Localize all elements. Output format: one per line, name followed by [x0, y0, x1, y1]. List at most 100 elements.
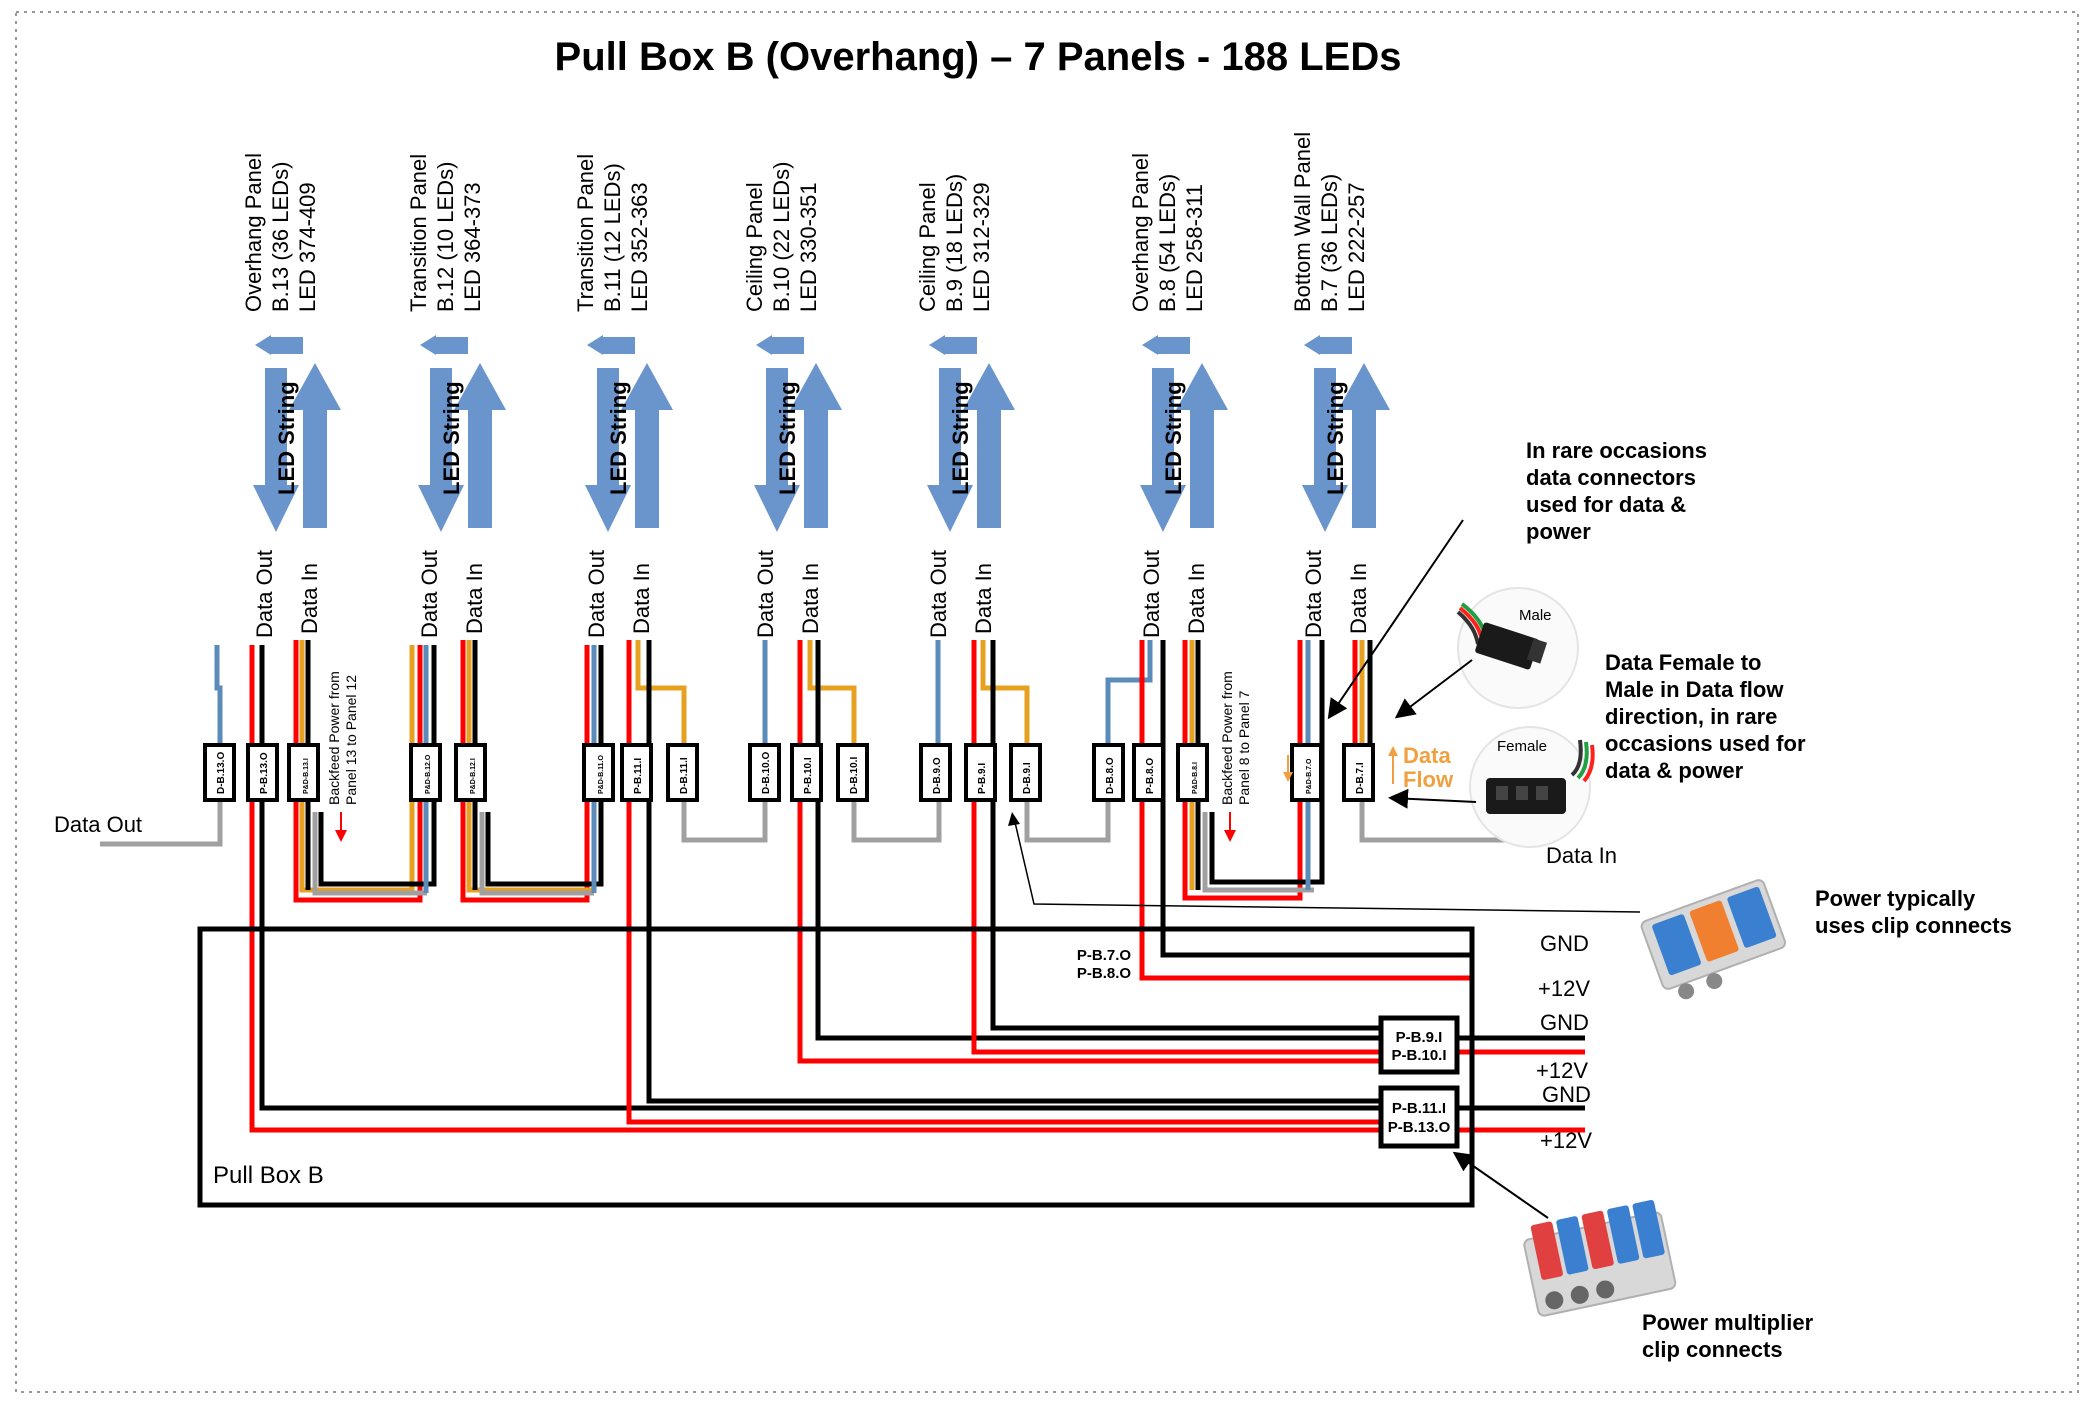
note-rare-data: In rare occasions data connectors used f… — [1526, 438, 1707, 544]
wire-27 — [980, 640, 1030, 748]
pointer-multiplier — [1452, 1151, 1549, 1219]
connector-label: P&D-B.13.I — [303, 758, 310, 794]
led-string-label: LED String — [439, 381, 464, 495]
led-string-text: LED String — [775, 381, 800, 495]
down-arrow — [927, 368, 973, 532]
note-clip-line1: Power typically — [1815, 886, 1976, 911]
wire-36 — [1202, 812, 1314, 893]
male-connector-photo: Male — [1456, 587, 1579, 709]
backfeed-1-line2: Panel 13 to Panel 12 — [343, 675, 359, 805]
left-arrow-small — [255, 335, 301, 355]
down-arrow — [585, 368, 631, 532]
up-arrow — [621, 363, 673, 528]
female-connector-photo: Female — [1469, 726, 1595, 848]
connector-label: P&D-B.7.O — [1306, 758, 1313, 794]
connector-box — [454, 743, 487, 802]
connector-13: D-B.9.I — [1009, 743, 1042, 802]
panel-type: Transition Panel — [573, 154, 598, 312]
panel-led-range: LED 312-329 — [969, 182, 994, 312]
data-out-text: Data Out — [753, 550, 778, 638]
led-string-label: LED String — [948, 381, 973, 495]
multiplier-connector-photo — [1523, 1199, 1677, 1317]
connector-box — [790, 743, 823, 802]
connector-label: D-B.13.O — [216, 752, 227, 794]
multiplier-label-1b: P-B.8.O — [1077, 965, 1132, 982]
panel-id: B.12 (10 LEDs) — [433, 162, 458, 312]
left-arrow-bar — [772, 337, 804, 354]
note-fm-line2: Male in Data flow — [1605, 677, 1784, 702]
panel-led-range: LED 222-257 — [1344, 182, 1369, 312]
connector-box — [1092, 743, 1125, 802]
note-multiplier: Power multiplier clip connects — [1642, 1310, 1814, 1362]
connector-text: P&D-B.12.O — [425, 754, 432, 794]
note-rare-line3: used for data & — [1526, 492, 1686, 517]
pointer-clip — [1013, 817, 1641, 913]
wire-22 — [807, 640, 857, 748]
backfeed-arrowhead-2 — [1224, 830, 1236, 842]
data-out-label: Data Out — [584, 550, 609, 638]
panel-id: B.7 (36 LEDs) — [1317, 174, 1342, 312]
backfeed-note-13-12: Backfeed Power from Panel 13 to Panel 12 — [326, 671, 359, 805]
up-arrow — [790, 363, 842, 528]
connector-7: D-B.11.I — [666, 743, 699, 802]
flow-arrowhead-up — [1388, 746, 1398, 756]
wire-28 — [990, 640, 1385, 1031]
connector-8: D-B.10.O — [748, 743, 781, 802]
connector-box — [409, 743, 442, 802]
data-in-label: Data In — [798, 563, 823, 634]
wire-0 — [214, 645, 223, 748]
led-string-text: LED String — [948, 381, 973, 495]
connector-text: D-B.7.I — [1355, 762, 1366, 794]
connector-0: D-B.13.O — [203, 743, 236, 802]
panel-type: Overhang Panel — [1128, 153, 1153, 312]
down-arrow — [418, 368, 464, 532]
panel-led-range: LED 330-351 — [796, 182, 821, 312]
connector-text: D-B.9.O — [932, 757, 943, 794]
connector-10: D-B.10.I — [836, 743, 869, 802]
up-arrow — [1338, 363, 1390, 528]
connector-14: D-B.8.O — [1092, 743, 1125, 802]
data-out-text: Data Out — [926, 550, 951, 638]
connector-box — [620, 743, 653, 802]
up-arrow — [454, 363, 506, 528]
connector-box — [582, 743, 615, 802]
v12-label-2: +12V — [1536, 1058, 1588, 1083]
wire-1 — [249, 645, 1385, 1133]
connector-text: P-B.13.O — [259, 752, 270, 794]
connector-12: P-B.9.I — [964, 743, 997, 802]
panel-type: Ceiling Panel — [742, 182, 767, 312]
connector-box — [748, 743, 781, 802]
left-arrow-small — [1304, 335, 1350, 355]
led-string-label: LED String — [1161, 381, 1186, 495]
v12-label-1: +12V — [1538, 976, 1590, 1001]
connector-label: D-B.11.I — [679, 757, 690, 794]
gnd-label-2: GND — [1540, 1010, 1589, 1035]
panel-type: Bottom Wall Panel — [1290, 132, 1315, 312]
connector-16: P&D-B.8.I — [1176, 743, 1209, 802]
connector-text: P&D-B.8.I — [1192, 762, 1199, 794]
connector-18: D-B.7.I — [1342, 743, 1375, 802]
led-string-text: LED String — [274, 381, 299, 495]
data-flow-line1: Data — [1403, 743, 1451, 768]
led-string-text: LED String — [439, 381, 464, 495]
data-in-label: Data In — [297, 563, 322, 634]
connector-label: P-B.8.O — [1145, 758, 1156, 794]
up-arrow — [1176, 363, 1228, 528]
connector-4: P&D-B.12.I — [454, 743, 487, 802]
connector-3: P&D-B.12.O — [409, 743, 442, 802]
wire-18 — [646, 640, 1385, 1104]
pointer-female — [1388, 788, 1477, 809]
connector-label: P&D-B.12.I — [470, 758, 477, 794]
led-string-label: LED String — [775, 381, 800, 495]
backfeed-1-line1: Backfeed Power from — [326, 671, 342, 805]
connector-1: P-B.13.O — [246, 743, 279, 802]
v12-label-3: +12V — [1540, 1128, 1592, 1153]
backfeed-arrowhead-1 — [335, 830, 347, 842]
connector-label: P&D-B.8.I — [1192, 762, 1199, 794]
